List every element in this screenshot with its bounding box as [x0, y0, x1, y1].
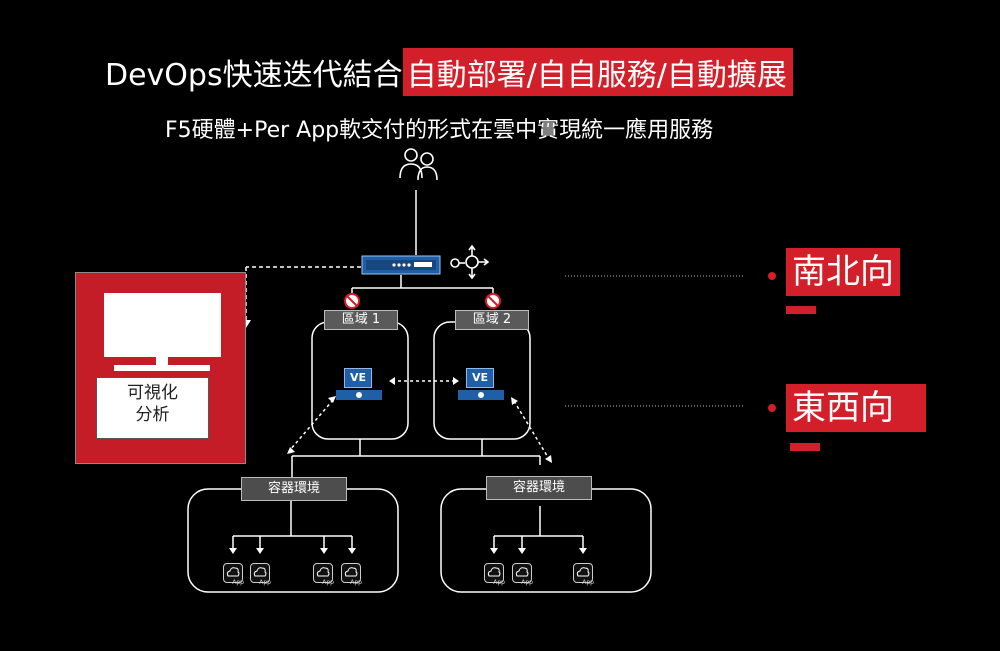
network-arrows-icon: [450, 244, 490, 280]
app-cloud-icon: App: [250, 563, 271, 586]
app-cloud-icon: App: [484, 563, 505, 586]
ve-label-1: VE: [344, 368, 372, 388]
analytics-label: 可視化 分析: [96, 377, 209, 439]
analytics-link-dashed: [245, 266, 361, 320]
app-cloud-icon: App: [223, 563, 244, 586]
east-west-bullet: [768, 404, 776, 412]
app-cloud-icon: App: [512, 563, 533, 586]
container-1-app-tree: [232, 500, 353, 550]
monitor-icon: [104, 293, 221, 357]
blocked-icon: [344, 293, 360, 309]
container-box-1: [187, 488, 399, 593]
north-south-bullet: [768, 272, 776, 280]
container-2-app-tree: [493, 506, 584, 550]
analytics-label-line2: 分析: [135, 405, 170, 425]
container-box-2: [440, 488, 652, 593]
zone-container-lines: [291, 439, 541, 477]
container-env-label-1: 容器環境: [241, 477, 347, 501]
app-cloud-icon: App: [313, 563, 334, 586]
east-west-tag: 東西向: [786, 384, 926, 432]
page-title: DevOps快速迭代結合自動部署/自自服務/自動擴展: [105, 48, 793, 96]
ve2-container-link: [513, 400, 550, 460]
users-icon: [399, 148, 438, 181]
north-south-tag: 南北向: [786, 248, 900, 296]
analytics-label-line1: 可視化: [127, 383, 178, 403]
north-south-underline: [786, 306, 816, 314]
app-cloud-icon: App: [341, 563, 362, 586]
ve1-container-link: [289, 399, 334, 451]
app-cloud-icon: App: [573, 563, 594, 586]
page-subtitle: F5硬體+Per App軟交付的形式在雲中實現統一應用服務: [165, 118, 714, 143]
zone-label-2: 區域 2: [455, 310, 529, 330]
analytics-panel: 可視化 分析: [75, 272, 246, 464]
blocked-icon: [485, 293, 501, 309]
ve-label-2: VE: [466, 368, 494, 388]
hardware-load-balancer-icon: [361, 255, 441, 275]
title-highlight: 自動部署/自自服務/自動擴展: [402, 48, 793, 96]
east-west-underline: [790, 443, 820, 451]
title-plain: DevOps快速迭代結合: [105, 58, 403, 93]
zone-label-1: 區域 1: [324, 310, 398, 330]
container-env-label-2: 容器環境: [486, 476, 592, 500]
